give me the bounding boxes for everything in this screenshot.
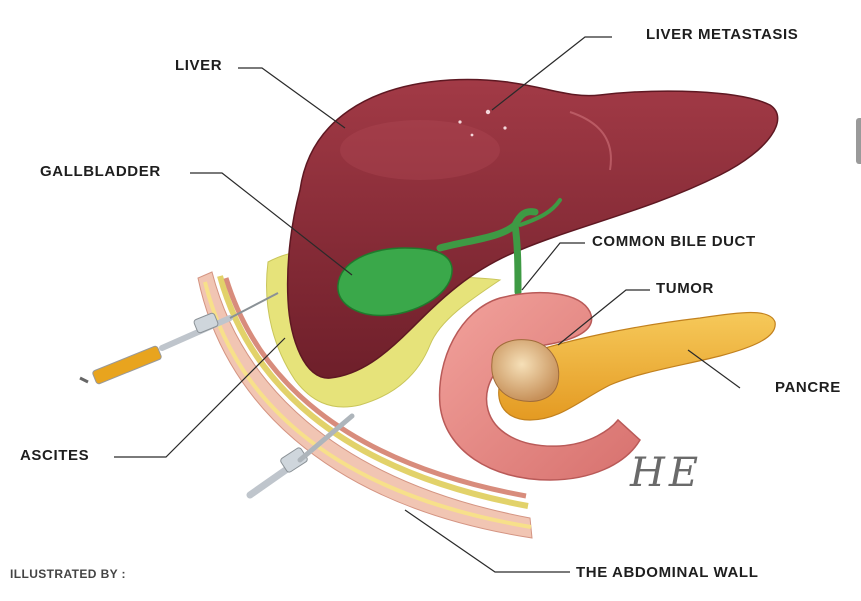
label-liver: LIVER <box>175 57 223 74</box>
common-bile-duct <box>436 208 539 296</box>
label-pancreas: PANCRE <box>775 379 841 396</box>
drain-needle <box>246 413 355 499</box>
leader-lines <box>114 36 741 573</box>
tumor <box>491 339 560 402</box>
duodenum <box>438 291 641 481</box>
label-ascites: ASCITES <box>20 447 90 464</box>
scroll-handle[interactable] <box>856 118 861 164</box>
label-tumor: TUMOR <box>656 280 714 297</box>
liver-metastasis-spots <box>458 109 507 137</box>
syringe <box>79 292 279 385</box>
label-abdominal-wall: THE ABDOMINAL WALL <box>576 564 759 581</box>
pancreas <box>498 311 776 421</box>
label-liver-metastasis: LIVER METASTASIS <box>646 26 799 43</box>
illustrated-by-credit: ILLUSTRATED BY : <box>10 567 126 581</box>
label-common-bile-duct: COMMON BILE DUCT <box>592 233 756 250</box>
artist-signature: HE <box>630 450 703 496</box>
gallbladder <box>337 247 453 317</box>
label-gallbladder: GALLBLADDER <box>40 163 161 180</box>
